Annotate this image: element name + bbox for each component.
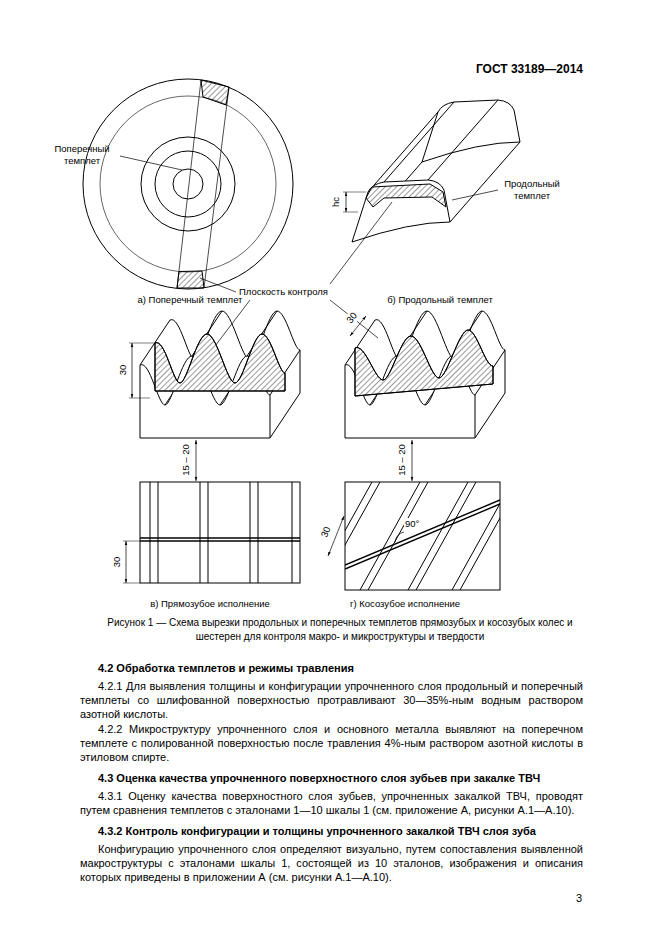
dimension-label: 30 [318, 525, 333, 539]
dimension-label: 15 – 20 [180, 444, 192, 476]
dimension-label: 30 [111, 557, 123, 568]
paragraph: 4.2.2 Микроструктуру упрочненного слоя и… [80, 722, 583, 764]
view-label: г) Косозубое исполнение [335, 598, 475, 610]
view-label: б) Продольный темплет [378, 294, 502, 306]
section-heading: 4.3.2 Контроль конфигурации и толщины уп… [80, 824, 583, 838]
plane-label: Плоскость контроля [238, 286, 329, 298]
view-label: в) Прямозубое исполнение [135, 598, 285, 610]
tooth-bar-drawing [343, 100, 520, 242]
dimension-label: 30 [343, 309, 360, 326]
helical-rack-drawing [345, 311, 505, 438]
leader-lines [200, 202, 392, 350]
dimension-label: 30 [117, 365, 129, 376]
paragraph: 4.3.1 Оценку качества поверхностного сло… [80, 789, 583, 817]
page-number: 3 [576, 892, 582, 904]
dimension-label: hс [330, 197, 342, 207]
section-heading: 4.3 Оценка качества упрочненного поверхн… [80, 771, 583, 785]
part-label: Поперечный темплет [44, 143, 120, 167]
paragraph: 4.2.1 Для выявления толщины и конфигурац… [80, 679, 583, 721]
helical-plan-view [312, 482, 560, 590]
part-label: Продольный темплет [500, 178, 564, 202]
angle-label: 90° [404, 518, 420, 530]
spur-plan-view [123, 482, 300, 583]
body-text: 4.2 Обработка темплетов и режимы травлен… [80, 654, 583, 885]
figure-caption: Рисунок 1 — Схема вырезки продольных и п… [95, 616, 585, 644]
spur-rack-drawing [140, 311, 300, 438]
page-header: ГОСТ 33189—2014 [476, 62, 583, 76]
paragraph: Конфигурацию упрочненного слоя определяю… [80, 842, 583, 884]
section-heading: 4.2 Обработка темплетов и режимы травлен… [80, 661, 583, 675]
wheel-drawing [83, 79, 293, 289]
dimension-label: 15 – 20 [396, 444, 408, 476]
